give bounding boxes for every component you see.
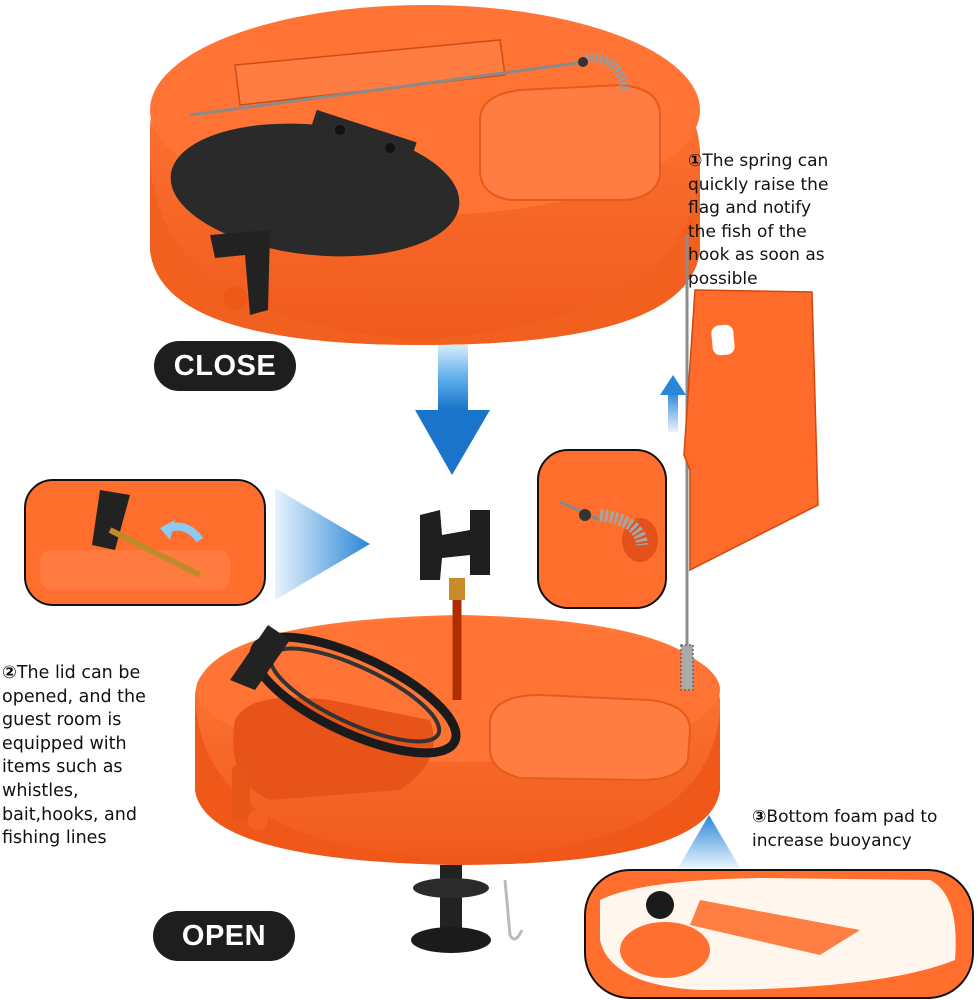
closed-tip-up [150, 5, 700, 345]
callout-foam-text: Bottom foam pad to increase buoyancy [752, 807, 938, 851]
detail-inset-spring [537, 449, 667, 609]
callout-spring-text: The spring can quickly raise the flag an… [688, 151, 829, 289]
callout-foam: ③Bottom foam pad to increase buoyancy [752, 806, 974, 853]
pointer-triangle-up-icon [678, 815, 740, 868]
callout-spring: ①The spring can quickly raise the flag a… [688, 150, 893, 291]
callout-lid: ②The lid can be opened, and the guest ro… [2, 662, 187, 851]
close-label: CLOSE [154, 341, 296, 391]
pointer-triangle-icon [275, 488, 370, 600]
detail-inset-foam-pad [584, 869, 974, 999]
open-label: OPEN [153, 911, 295, 961]
callout-lid-number: ② [2, 663, 17, 683]
up-arrow-icon [660, 375, 686, 432]
open-tip-up [195, 235, 819, 953]
detail-inset-lid-hinge [24, 479, 266, 606]
callout-spring-number: ① [688, 151, 703, 171]
callout-foam-number: ③ [752, 807, 767, 827]
callout-lid-text: The lid can be opened, and the guest roo… [2, 663, 146, 849]
down-arrow-icon [415, 345, 490, 475]
